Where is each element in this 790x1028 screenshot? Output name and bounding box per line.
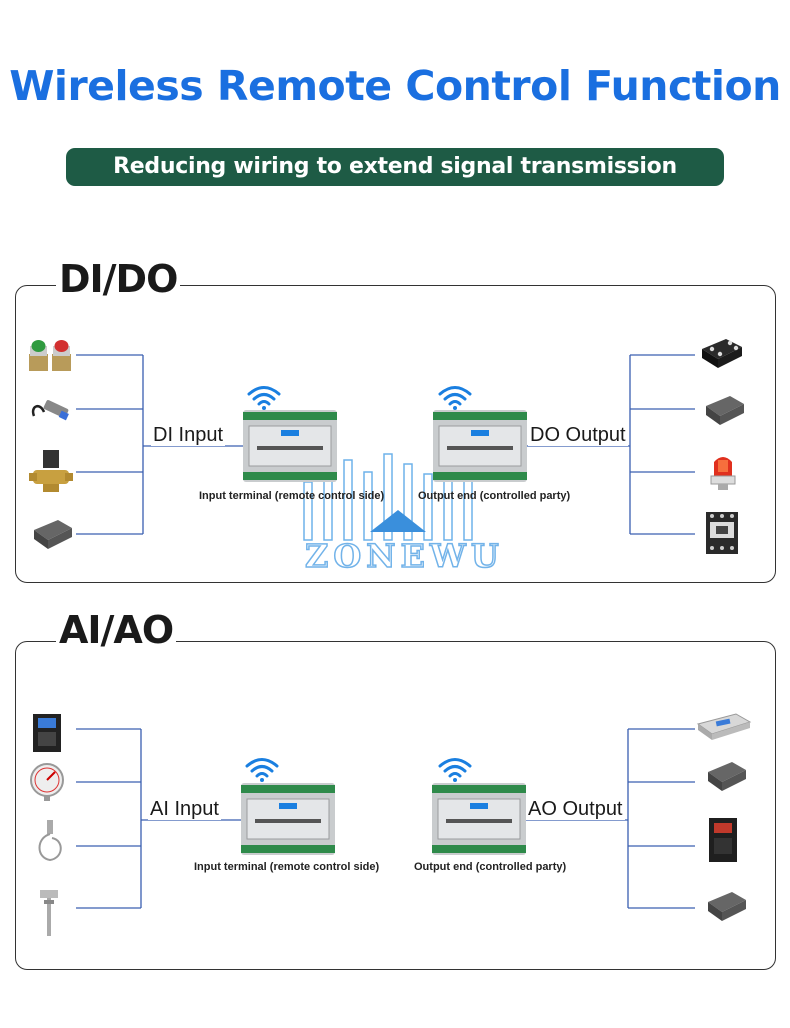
aiao-panel — [15, 641, 776, 970]
instrument-panel-icon — [696, 713, 752, 740]
wireless-io-module-output — [433, 410, 527, 482]
dido-panel — [15, 285, 776, 583]
wifi-icon — [438, 386, 472, 410]
wireless-io-module-output — [432, 783, 526, 855]
wireless-io-module-input — [243, 410, 337, 482]
solid-state-relay-icon — [702, 339, 742, 368]
do-output-caption: Output end (controlled party) — [418, 490, 571, 502]
ao-output-caption: Output end (controlled party) — [414, 861, 567, 873]
contactor-icon — [706, 512, 738, 554]
plc-module-icon — [708, 762, 746, 791]
do-output-label: DO Output — [528, 424, 628, 446]
frequency-converter-icon — [709, 818, 737, 862]
wireless-io-module-input — [241, 783, 335, 855]
wifi-icon — [245, 758, 279, 782]
plc-module-icon — [34, 520, 72, 549]
ai-input-label: AI Input — [148, 798, 221, 820]
wifi-icon — [247, 386, 281, 410]
subtitle-banner: Reducing wiring to extend signal transmi… — [66, 148, 724, 217]
solenoid-valve-icon — [29, 450, 73, 492]
thermocouple-icon — [40, 890, 58, 936]
page-title: Wireless Remote Control Function — [9, 62, 781, 110]
di-input-caption: Input terminal (remote control side) — [199, 490, 385, 502]
inverter-icon — [33, 714, 61, 752]
wifi-icon — [438, 758, 472, 782]
dido-title: DI/DO — [56, 259, 181, 299]
ao-output-label: AO Output — [526, 798, 625, 820]
aiao-title: AI/AO — [56, 610, 177, 650]
push-button-icon — [29, 340, 71, 371]
zonewu-watermark-icon — [303, 453, 473, 541]
temperature-probe-icon — [38, 820, 62, 862]
plc-module-icon — [708, 892, 746, 921]
watermark-brand: ZONEWU — [304, 536, 504, 576]
di-input-label: DI Input — [151, 424, 226, 446]
warning-light-icon — [710, 457, 736, 490]
pressure-gauge-icon — [30, 763, 64, 801]
proximity-sensor-icon — [31, 400, 69, 421]
plc-module-icon — [706, 396, 744, 425]
ai-input-caption: Input terminal (remote control side) — [194, 861, 380, 873]
